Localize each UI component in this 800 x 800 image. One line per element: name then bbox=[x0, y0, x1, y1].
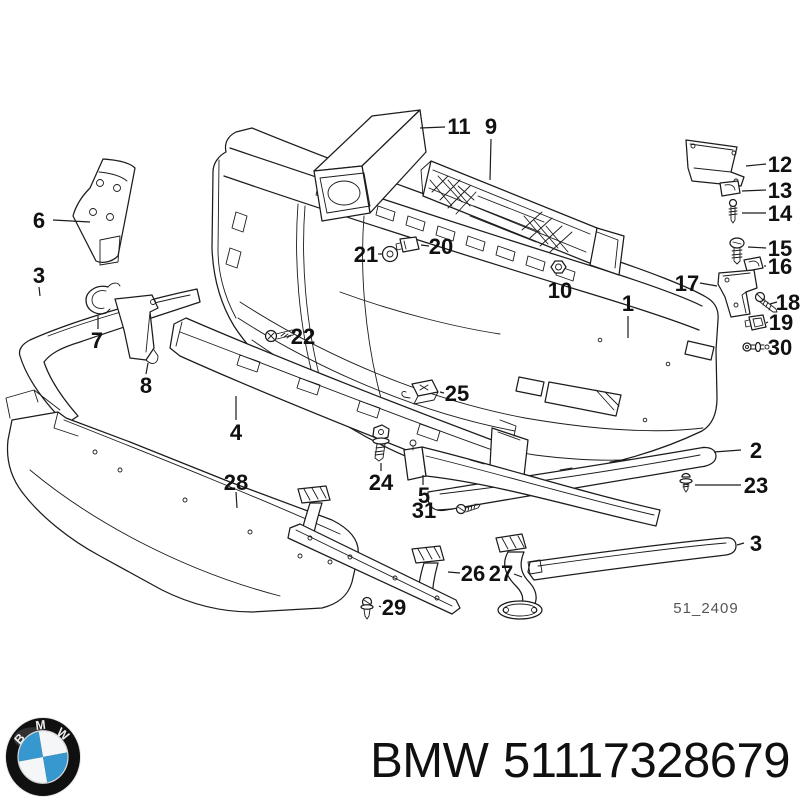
part-label-1: 1 bbox=[622, 291, 634, 316]
part-16-drawing bbox=[744, 257, 763, 271]
part-23-drawing bbox=[680, 474, 692, 492]
leader-line-15 bbox=[748, 247, 766, 248]
part-label-19: 19 bbox=[769, 310, 793, 335]
part-label-26: 26 bbox=[461, 561, 485, 586]
part-4-drawing bbox=[170, 318, 528, 482]
part-label-17: 17 bbox=[675, 271, 699, 296]
leader-line-19 bbox=[766, 322, 768, 323]
part-label-22: 22 bbox=[291, 324, 315, 349]
part-20-drawing bbox=[396, 237, 419, 252]
part-label-10: 10 bbox=[548, 278, 572, 303]
part-24-drawing bbox=[373, 425, 389, 461]
part-22-drawing bbox=[266, 330, 296, 342]
leader-line-18 bbox=[770, 302, 777, 304]
leader-line-6 bbox=[53, 220, 90, 222]
part-18-drawing bbox=[756, 293, 778, 313]
part-label-6: 6 bbox=[33, 208, 45, 233]
part-label-12: 12 bbox=[768, 152, 792, 177]
part-30-drawing bbox=[743, 343, 769, 352]
part-label-11: 11 bbox=[447, 114, 470, 139]
leader-line-3 bbox=[737, 543, 744, 545]
part-17-drawing bbox=[718, 270, 757, 317]
part-3-right-drawing bbox=[528, 538, 736, 580]
part-label-24: 24 bbox=[369, 470, 394, 495]
part-label-13: 13 bbox=[768, 178, 792, 203]
leader-line-12 bbox=[746, 164, 766, 166]
roundel-quadrants bbox=[18, 731, 68, 783]
footer-part-number: 51117328679 bbox=[503, 734, 791, 788]
part-label-31: 31 bbox=[412, 498, 436, 523]
leader-line-20 bbox=[421, 245, 429, 246]
leader-line-27 bbox=[514, 574, 522, 577]
part-21-drawing bbox=[383, 247, 398, 262]
part-label-16: 16 bbox=[768, 254, 792, 279]
part-27-drawing bbox=[496, 534, 542, 619]
part-label-3: 3 bbox=[750, 531, 762, 556]
leader-line-17 bbox=[700, 283, 717, 286]
part-label-18: 18 bbox=[776, 290, 800, 315]
part-label-14: 14 bbox=[768, 201, 793, 226]
part-8-drawing bbox=[115, 295, 158, 363]
leader-line-8 bbox=[146, 363, 148, 374]
part-label-2: 2 bbox=[750, 438, 762, 463]
part-label-15: 15 bbox=[768, 236, 792, 261]
leader-line-26 bbox=[448, 572, 460, 573]
leader-line-29 bbox=[379, 606, 381, 607]
part-14-drawing bbox=[729, 200, 737, 224]
part-26-drawing bbox=[288, 486, 460, 614]
part-label-7: 7 bbox=[91, 328, 103, 353]
part-label-4: 4 bbox=[230, 420, 243, 445]
bmw-logo: B M W bbox=[4, 716, 82, 798]
part-25-drawing bbox=[402, 380, 438, 404]
footer-part-caption: BMW 51117328679 bbox=[370, 733, 790, 789]
footer-brand: BMW bbox=[370, 734, 489, 788]
part-9-drawing bbox=[421, 161, 624, 275]
leader-line-13 bbox=[742, 190, 766, 191]
leader-line-2 bbox=[714, 450, 741, 452]
part-5-drawing bbox=[404, 440, 660, 526]
part-label-25: 25 bbox=[445, 381, 469, 406]
part-label-21: 21 bbox=[354, 242, 378, 267]
bmw-roundel-icon: B M W bbox=[4, 717, 82, 797]
part-label-8: 8 bbox=[140, 373, 152, 398]
leader-line-3 bbox=[39, 287, 40, 296]
leader-line-25 bbox=[440, 392, 444, 393]
part-label-28: 28 bbox=[224, 470, 248, 495]
part-label-5: 5 bbox=[418, 483, 430, 508]
part-label-29: 29 bbox=[382, 595, 406, 620]
part-label-9: 9 bbox=[485, 114, 497, 139]
part-13-drawing bbox=[720, 181, 740, 196]
part-label-3: 3 bbox=[33, 263, 45, 288]
part-6-drawing bbox=[73, 159, 135, 265]
part-label-27: 27 bbox=[489, 561, 513, 586]
part-10-drawing bbox=[551, 261, 566, 273]
part-29-drawing bbox=[361, 598, 373, 620]
part-7-drawing bbox=[86, 283, 120, 314]
diagram-code: 51_2409 bbox=[673, 600, 738, 617]
leader-line-31 bbox=[437, 509, 453, 510]
bmw-logo-letter: M bbox=[35, 717, 47, 733]
leader-line-11 bbox=[420, 127, 445, 128]
part-label-23: 23 bbox=[744, 473, 768, 498]
part-label-30: 30 bbox=[768, 335, 792, 360]
part-label-20: 20 bbox=[429, 234, 453, 259]
part-12-drawing bbox=[686, 140, 744, 186]
part-31-drawing bbox=[457, 504, 481, 514]
leader-line-28 bbox=[236, 492, 237, 508]
part-19-drawing bbox=[745, 315, 766, 330]
leader-line-9 bbox=[490, 139, 491, 180]
part-labels-layer: 1233456789101112131415161718192021222324… bbox=[33, 114, 800, 620]
part-15-drawing bbox=[730, 238, 744, 264]
part-11-drawing bbox=[314, 110, 426, 221]
